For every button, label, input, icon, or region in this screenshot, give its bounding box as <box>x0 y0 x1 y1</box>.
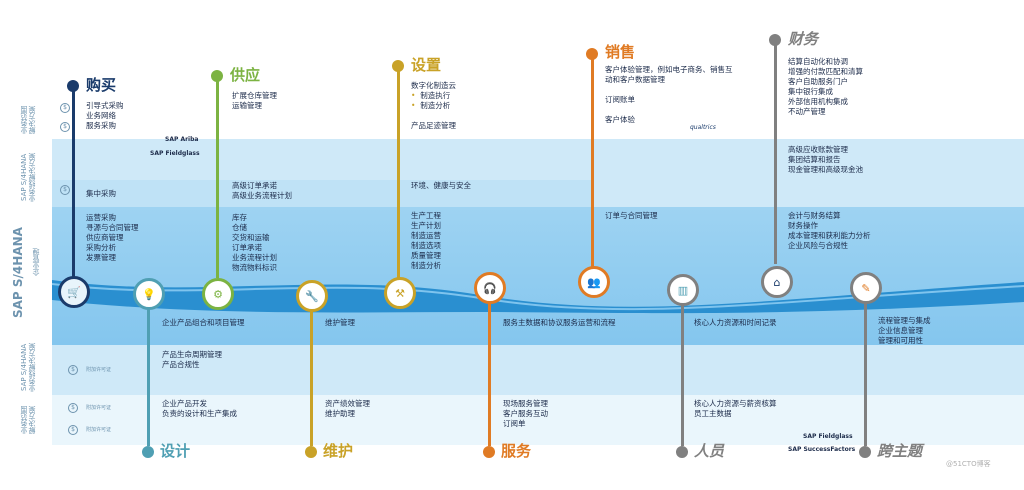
maintenance-title: 维护 <box>323 442 354 460</box>
supply-dot <box>211 70 223 82</box>
gear-icon: ⚙ <box>202 278 234 310</box>
manufacturing-title: 设置 <box>411 56 442 74</box>
procurement-core-list: 运营采购 寻源与合同管理 供应商管理 采购分析 发票管理 <box>86 213 139 262</box>
addon-tag: 附加许可证 <box>86 405 112 411</box>
people-icon: 👥 <box>578 266 610 298</box>
service-pole <box>488 300 491 446</box>
maintenance-dot <box>305 446 317 458</box>
side-label-cloud-bottom: 业务范围 解决方案 <box>20 406 36 434</box>
lob-band-bottom <box>52 345 1024 395</box>
maintenance-core-list: 维护管理 <box>325 318 355 327</box>
brand-fieldglass: SAP Fieldglass <box>150 150 200 157</box>
manufacturing-bullet: • 制造分析 <box>411 101 451 110</box>
procurement-pole <box>72 88 75 278</box>
rd-cloud-list: 企业产品开发 负责的设计和生产集成 <box>162 399 237 418</box>
manufacturing-dot <box>392 60 404 72</box>
rd-dot <box>142 446 154 458</box>
rd-core-list: 企业产品组合和项目管理 <box>162 318 245 327</box>
hr-pole <box>681 302 684 446</box>
finance-title: 财务 <box>788 30 819 48</box>
tools-icon: ⚒ <box>384 277 416 309</box>
manufacturing-bullet: • 制造执行 <box>411 91 451 100</box>
cloud-band-bottom <box>52 395 1024 445</box>
service-dot <box>483 446 495 458</box>
hr-cloud-list: 核心人力资源与薪资核算 员工主数据 <box>694 399 777 418</box>
wrench-icon: 🔧 <box>296 280 328 312</box>
coin-icon: $ <box>60 122 70 132</box>
sales-core-list: 订单与合同管理 <box>605 211 658 220</box>
manufacturing-core-list: 生产工程 生产计划 制造运营 制造选项 质量管理 制造分析 <box>411 211 441 270</box>
cross-dot <box>859 446 871 458</box>
service-core-list: 服务主数据和协议服务运营和流程 <box>503 318 616 327</box>
maintenance-cloud-list: 资产绩效管理 维护助理 <box>325 399 370 418</box>
rd-title: 设计 <box>160 442 191 460</box>
addon-tag: 附加许可证 <box>86 367 112 373</box>
finance-pole <box>774 44 777 264</box>
supply-title: 供应 <box>230 66 261 84</box>
side-label-core: SAP S/4HANA <box>11 227 25 318</box>
side-label-cloud-top: 业务范围 解决方案 <box>20 106 36 134</box>
coin-icon: $ <box>68 403 78 413</box>
supply-cloud-list: 扩展仓库管理 运输管理 <box>232 91 277 110</box>
manufacturing-lob-list: 环境、健康与安全 <box>411 181 471 190</box>
side-label-lob-bottom: SAP S/4HANA 业务线解决方案 <box>20 343 36 392</box>
brand-fieldglass-2: SAP Fieldglass <box>803 433 853 440</box>
sales-cloud-list: 客户体验管理，例如电子商务、销售互 动和客户数据管理 订阅账单 客户体验 <box>605 65 733 124</box>
coin-icon: $ <box>68 365 78 375</box>
supply-core-list: 库存 仓储 交货和运输 订单承诺 业务流程计划 物流物料标识 <box>232 213 277 272</box>
side-label-lob-top: SAP S/4HANA 业务线解决方案 <box>20 153 36 202</box>
cross-title: 跨主题 <box>877 442 923 460</box>
supply-pole <box>216 78 219 278</box>
maintenance-pole <box>310 308 313 446</box>
cross-pole <box>864 300 867 446</box>
manufacturing-cloud-title: 数字化制造云 <box>411 81 456 90</box>
service-cloud-list: 现场服务管理 客户服务互动 订阅单 <box>503 399 548 428</box>
coin-icon: $ <box>60 185 70 195</box>
coin-icon: $ <box>60 103 70 113</box>
addon-tag: 附加许可证 <box>86 427 112 433</box>
hr-core-list: 核心人力资源和时间记录 <box>694 318 777 327</box>
brand-qualtrics: qualtrics <box>690 124 716 131</box>
manufacturing-cloud-extra: 产品足迹管理 <box>411 121 456 130</box>
finance-core-list: 会计与财务结算 财务操作 成本管理和获利能力分析 企业风险与合规性 <box>788 211 871 250</box>
finance-cloud-list: 结算自动化和协调 增强的付款匹配和清算 客户自助服务门户 集中银行集成 外部信用… <box>788 57 863 116</box>
brand-successfactors: SAP SuccessFactors <box>788 446 856 453</box>
manufacturing-pole <box>397 68 400 278</box>
rd-lob-list: 产品生命周期管理 产品合规性 <box>162 350 222 369</box>
procurement-cloud-list: 引导式采购 业务网络 服务采购 <box>86 101 124 130</box>
finance-dot <box>769 34 781 46</box>
procurement-dot <box>67 80 79 92</box>
chart-icon: ▥ <box>667 274 699 306</box>
house-icon: ⌂ <box>761 266 793 298</box>
pencil-icon: ✎ <box>850 272 882 304</box>
sales-pole <box>591 56 594 268</box>
sales-title: 销售 <box>605 43 636 61</box>
cross-core-list: 流程管理与集成 企业信息管理 管理和可用性 <box>878 316 931 345</box>
brand-ariba: SAP Ariba <box>165 136 199 143</box>
cart-icon: 🛒 <box>58 276 90 308</box>
hr-dot <box>676 446 688 458</box>
supply-lob-list: 高级订单承诺 高级业务流程计划 <box>232 181 292 200</box>
bulb-icon: 💡 <box>133 278 165 310</box>
hr-title: 人员 <box>694 442 725 460</box>
side-label-core-sub: 企业管理 <box>32 248 40 277</box>
sales-dot <box>586 48 598 60</box>
coin-icon: $ <box>68 425 78 435</box>
lob-band-top-left <box>52 180 592 208</box>
finance-lob-list: 高级应收账款管理 集团结算和报告 现金管理和高级现金池 <box>788 145 863 174</box>
watermark: @51CTO博客 <box>946 460 991 468</box>
procurement-lob-list: 集中采购 <box>86 189 116 198</box>
headset-icon: 🎧 <box>474 272 506 304</box>
service-title: 服务 <box>501 442 532 460</box>
rd-pole <box>147 306 150 446</box>
procurement-title: 购买 <box>86 76 117 94</box>
